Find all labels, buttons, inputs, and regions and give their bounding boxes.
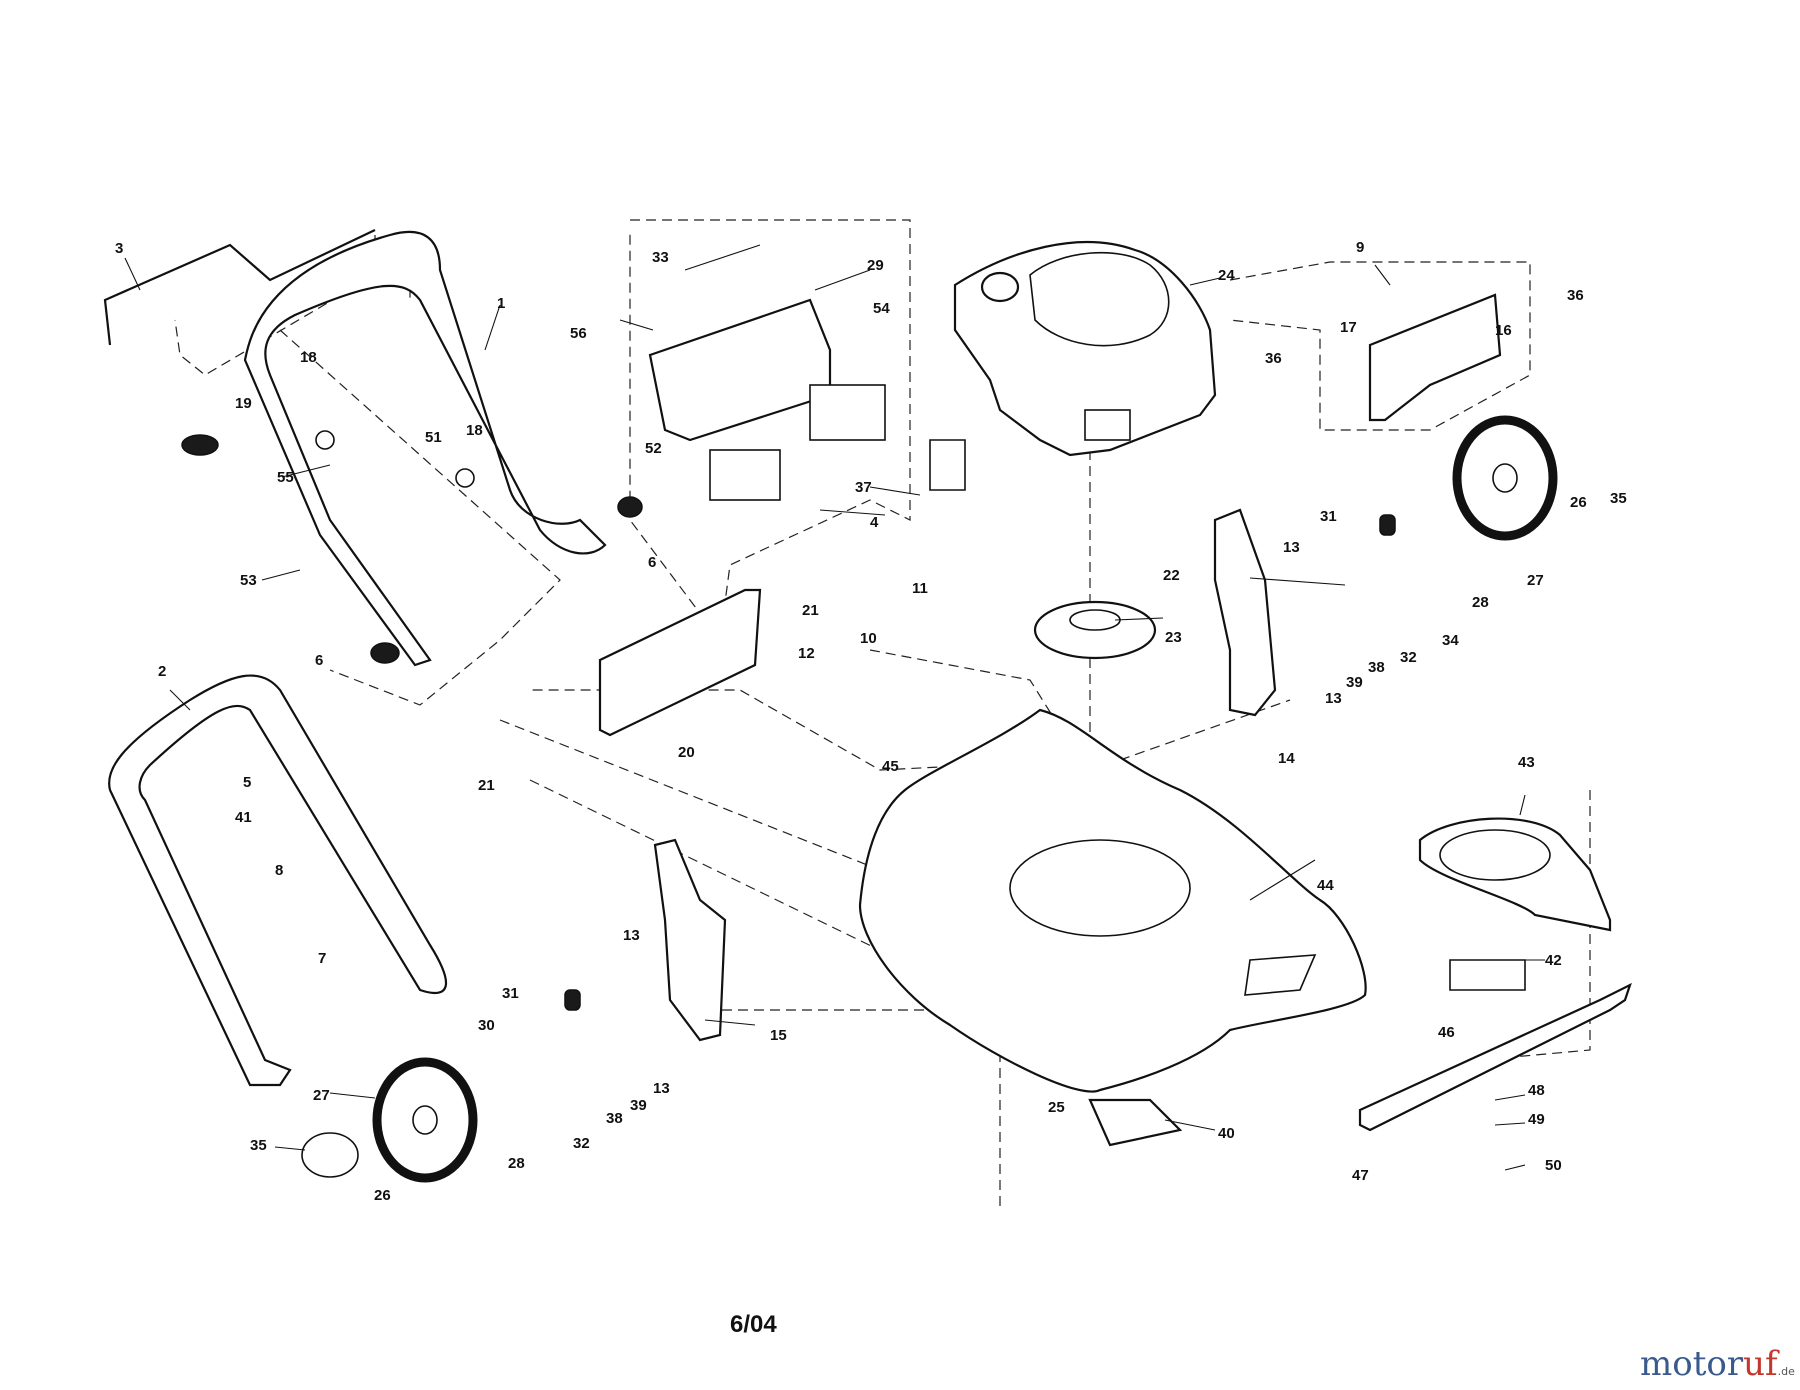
callout-5: 5 <box>243 774 251 791</box>
callout-36a: 36 <box>1567 287 1584 304</box>
callout-13d: 13 <box>653 1080 670 1097</box>
callout-16: 16 <box>1495 322 1512 339</box>
height-adjuster-left <box>653 838 727 1042</box>
callout-43: 43 <box>1518 754 1535 771</box>
callout-23: 23 <box>1165 629 1182 646</box>
callout-55: 55 <box>277 469 294 486</box>
small-parts <box>181 430 1526 1147</box>
wheels <box>301 415 1558 1183</box>
callout-31a: 31 <box>1320 508 1337 525</box>
grass-bag-door <box>1368 293 1502 422</box>
callout-11: 11 <box>912 580 928 597</box>
callout-35b: 35 <box>250 1137 267 1154</box>
callout-38b: 38 <box>606 1110 623 1127</box>
callout-48: 48 <box>1528 1082 1545 1099</box>
watermark-logo: motoruf.de <box>1640 1344 1795 1384</box>
callout-51: 51 <box>425 429 442 446</box>
callout-52: 52 <box>645 440 662 457</box>
callout-26b: 26 <box>374 1187 391 1204</box>
callout-28b: 28 <box>508 1155 525 1172</box>
callout-40: 40 <box>1218 1125 1235 1142</box>
callout-20: 20 <box>678 744 695 761</box>
pulley <box>1033 600 1157 660</box>
callout-30: 30 <box>478 1017 495 1034</box>
callout-18b: 18 <box>466 422 483 439</box>
callout-53: 53 <box>240 572 257 589</box>
mower-deck <box>858 708 1367 1093</box>
callout-4: 4 <box>870 514 879 531</box>
callout-35a: 35 <box>1610 490 1627 507</box>
callout-25: 25 <box>1048 1099 1065 1116</box>
callout-13b: 13 <box>1325 690 1342 707</box>
callout-21a: 21 <box>802 602 819 619</box>
handle-lower <box>108 674 448 1087</box>
callout-32a: 32 <box>1400 649 1417 666</box>
callout-18a: 18 <box>300 349 317 366</box>
callout-19: 19 <box>235 395 252 412</box>
leader-lines <box>124 244 1545 1171</box>
callout-1: 1 <box>497 295 505 312</box>
callout-41: 41 <box>235 809 252 826</box>
callout-36b: 36 <box>1265 350 1282 367</box>
callout-26a: 26 <box>1570 494 1587 511</box>
callout-22: 22 <box>1163 567 1180 584</box>
callout-32b: 32 <box>573 1135 590 1152</box>
callout-38a: 38 <box>1368 659 1385 676</box>
callout-39a: 39 <box>1346 674 1363 691</box>
callout-27b: 27 <box>313 1087 330 1104</box>
watermark-text: motoruf.de <box>1640 1344 1795 1384</box>
mulching-blade <box>1358 982 1632 1132</box>
callout-15: 15 <box>770 1027 787 1044</box>
callout-6b: 6 <box>315 652 323 669</box>
callout-6a: 6 <box>648 554 656 571</box>
callout-27a: 27 <box>1527 572 1544 589</box>
callout-56: 56 <box>570 325 587 342</box>
callout-24: 24 <box>1218 267 1235 284</box>
callout-46: 46 <box>1438 1024 1455 1041</box>
callout-14: 14 <box>1278 750 1295 767</box>
battery-cover-group <box>648 298 886 501</box>
height-adjuster-right <box>1213 508 1277 717</box>
callout-29: 29 <box>867 257 884 274</box>
callouts: 3 1 18 19 51 18 55 53 6 6 2 5 41 8 7 33 … <box>115 239 1627 1204</box>
callout-13c: 13 <box>623 927 640 944</box>
rear-flap <box>598 588 762 737</box>
callout-34: 34 <box>1442 632 1459 649</box>
callout-28a: 28 <box>1472 594 1489 611</box>
callout-8: 8 <box>275 862 283 879</box>
callout-44: 44 <box>1317 877 1334 894</box>
callout-31b: 31 <box>502 985 519 1002</box>
handle-upper <box>243 230 607 667</box>
callout-45: 45 <box>882 758 899 775</box>
date-code: 6/04 <box>730 1311 777 1338</box>
callout-13a: 13 <box>1283 539 1300 556</box>
callout-3: 3 <box>115 240 123 257</box>
callout-10: 10 <box>860 630 877 647</box>
blade-adapter-shield <box>1418 817 1612 932</box>
callout-12: 12 <box>798 645 815 662</box>
callout-21b: 21 <box>478 777 495 794</box>
callout-17: 17 <box>1340 319 1357 336</box>
callout-50: 50 <box>1545 1157 1562 1174</box>
callout-42: 42 <box>1545 952 1562 969</box>
callout-37: 37 <box>855 479 872 496</box>
callout-2: 2 <box>158 663 166 680</box>
engine <box>953 240 1217 457</box>
control-bar <box>103 229 376 346</box>
callout-7: 7 <box>318 950 326 967</box>
callout-49: 49 <box>1528 1111 1545 1128</box>
callout-47: 47 <box>1352 1167 1369 1184</box>
callout-33: 33 <box>652 249 669 266</box>
callout-9: 9 <box>1356 239 1364 256</box>
callout-39b: 39 <box>630 1097 647 1114</box>
callout-54: 54 <box>873 300 890 317</box>
